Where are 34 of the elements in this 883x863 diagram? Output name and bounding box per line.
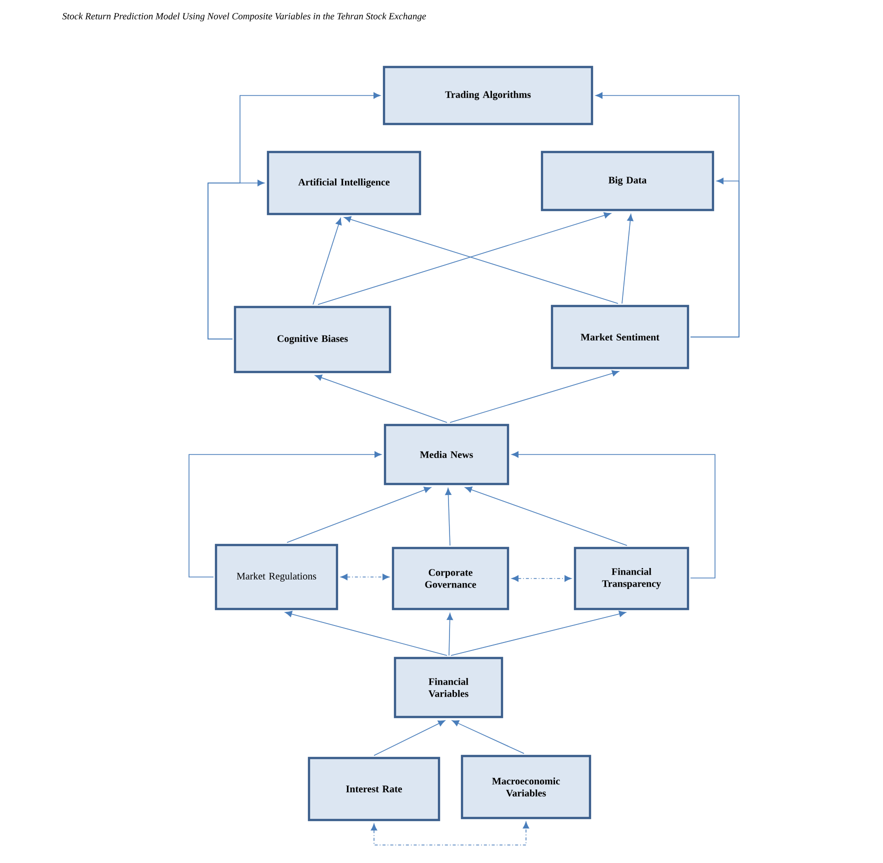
process-box: Cognitive Biases [234, 306, 392, 374]
arrow [374, 720, 446, 756]
arrow [622, 214, 634, 304]
process-box: Macroeconomic Variables [460, 754, 592, 820]
arrow [445, 488, 452, 546]
title: Stock Return Prediction Model Using Novel Composite Variables in the Tehran Stock Exchange [62, 12, 426, 22]
arrow [446, 613, 453, 656]
process-box: Media News [384, 424, 510, 486]
process-box: Market Regulations [214, 544, 338, 610]
arrow [452, 720, 524, 754]
process-box: Big Data [540, 150, 714, 212]
process-box: Trading Algorithms [382, 66, 594, 126]
arrow [344, 216, 618, 304]
arrow [512, 451, 716, 578]
process-box: Market Sentiment [550, 304, 690, 370]
arrow [318, 212, 612, 305]
arrow [286, 486, 432, 543]
arrow [450, 370, 620, 423]
process-box: Corporate Governance [392, 546, 510, 610]
arrow [314, 374, 448, 423]
arrow [188, 451, 382, 578]
arrow [312, 218, 342, 305]
arrow [450, 610, 626, 656]
process-box: Financial Transparency [574, 546, 690, 610]
process-box: Interest Rate [308, 756, 440, 822]
arrow [208, 92, 380, 340]
arrow [340, 574, 390, 580]
process-box: Financial Variables [394, 656, 504, 718]
process-box: Artificial Intelligence [266, 150, 422, 216]
arrow [464, 486, 628, 546]
arrow [284, 610, 448, 656]
arrow [370, 822, 530, 846]
arrow [512, 575, 572, 582]
arrow [596, 92, 740, 338]
